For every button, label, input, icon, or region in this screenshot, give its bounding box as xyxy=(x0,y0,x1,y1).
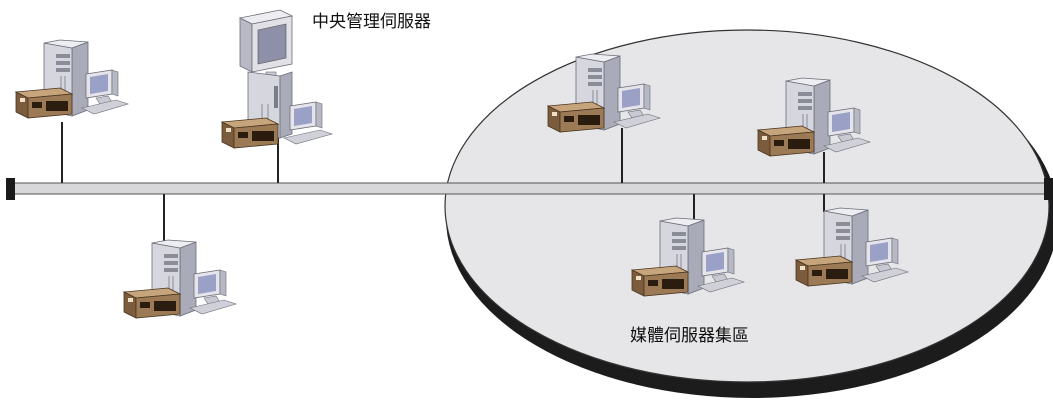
server-top-left: server-with-monitor-icon xyxy=(15,39,129,119)
media-server-cluster xyxy=(444,29,1053,398)
network-bus xyxy=(6,178,1053,200)
server-bottom-left xyxy=(123,239,237,319)
central-server-label: 中央管理伺服器 xyxy=(312,12,431,32)
bus-terminator-right xyxy=(1044,178,1053,200)
media-cluster-label: 媒體伺服器集區 xyxy=(630,326,749,346)
bus-terminator-left xyxy=(6,178,15,200)
